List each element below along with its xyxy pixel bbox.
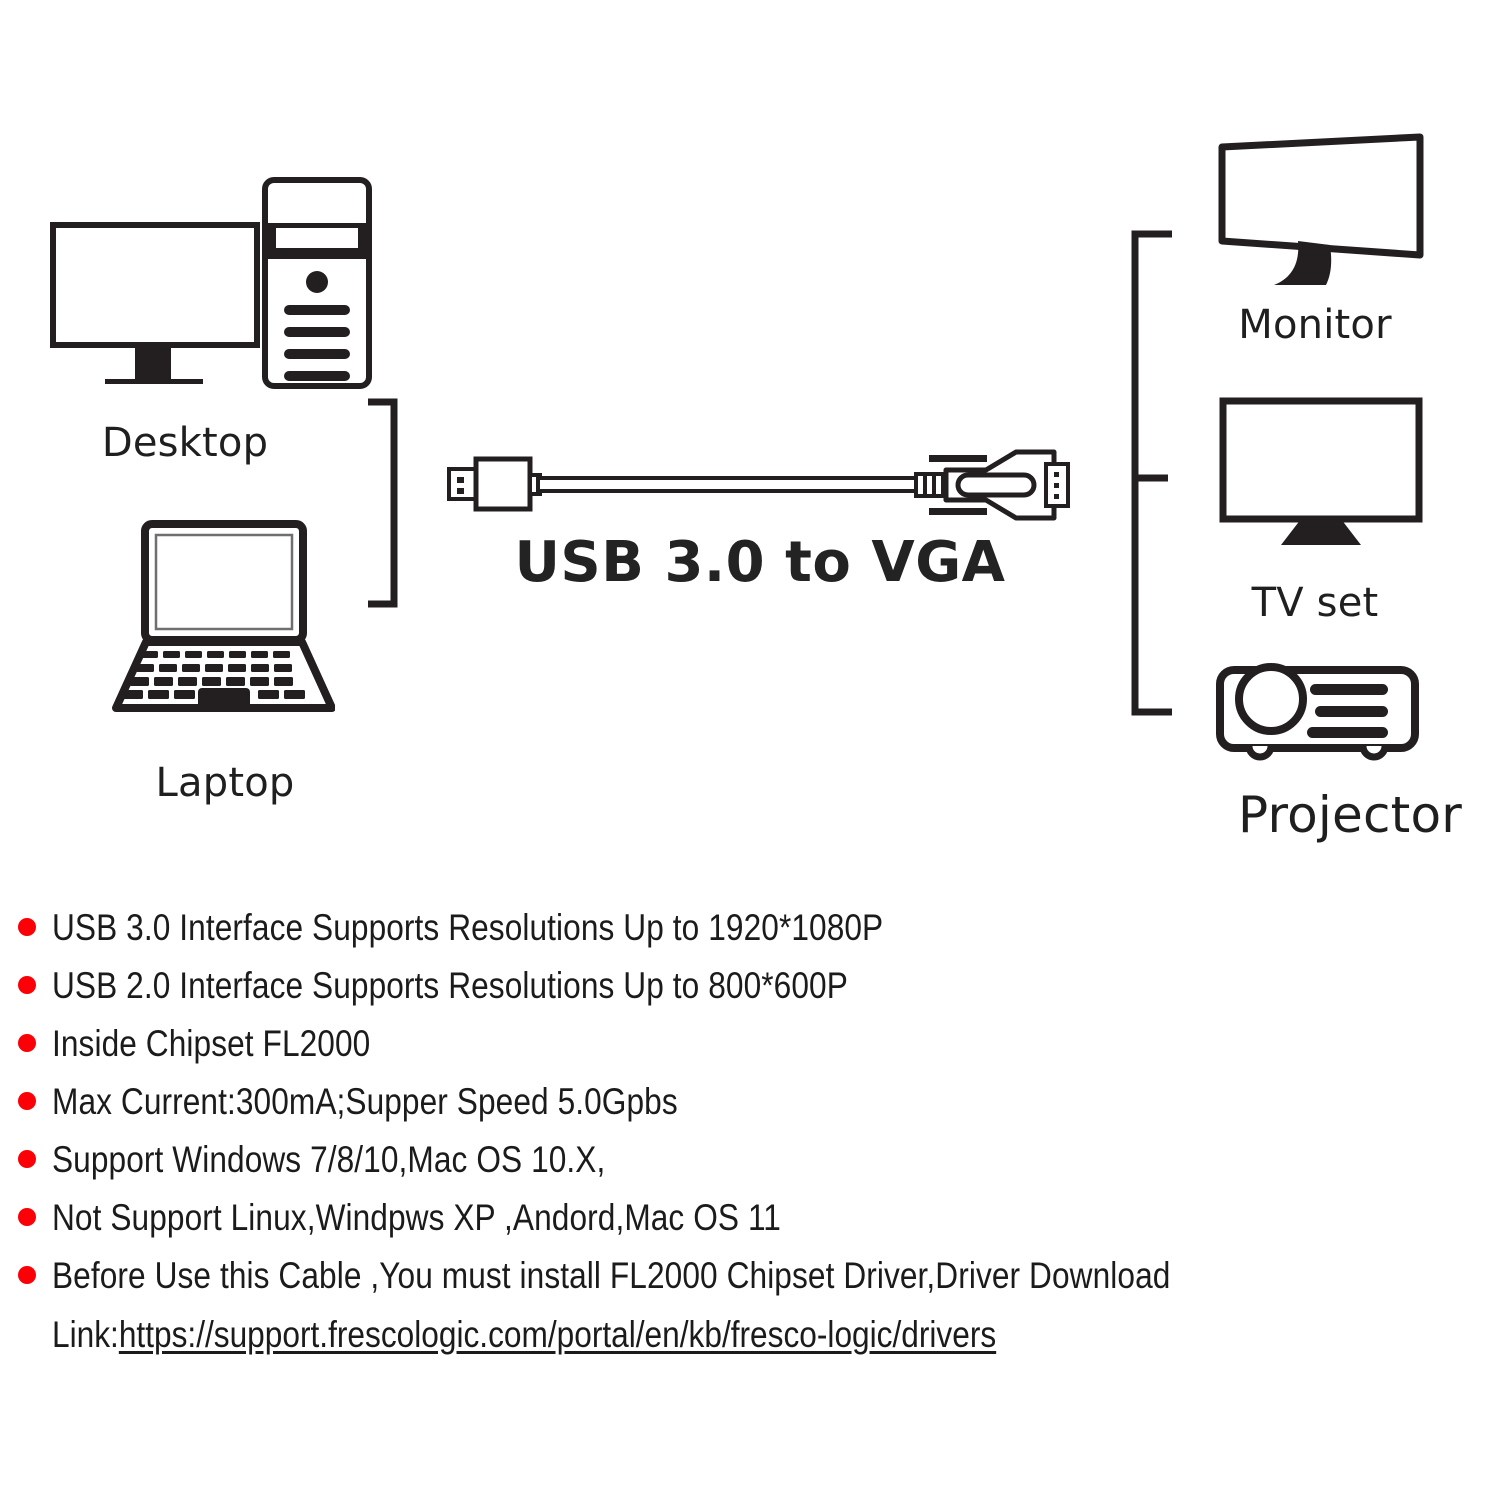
- driver-link-line: Link:https://support.frescologic.com/por…: [0, 1304, 1500, 1366]
- feature-list: USB 3.0 Interface Supports Resolutions U…: [0, 898, 1500, 1366]
- feature-item: USB 3.0 Interface Supports Resolutions U…: [0, 898, 1500, 956]
- bullet-dot-icon: [18, 1208, 36, 1226]
- desktop-computer-icon: [50, 222, 260, 387]
- tv-shape: [1219, 397, 1423, 545]
- connection-diagram: Desktop: [50, 133, 1463, 844]
- device-label-tv-set: TV set: [1251, 580, 1379, 626]
- feature-text: Support Windows 7/8/10,Mac OS 10.X,: [52, 1138, 606, 1180]
- cable-shape: [447, 449, 1070, 521]
- bullet-dot-icon: [18, 1092, 36, 1110]
- device-label-desktop: Desktop: [101, 420, 269, 466]
- feature-item: Before Use this Cable ,You must install …: [0, 1246, 1500, 1304]
- source-group-bracket: [366, 398, 400, 610]
- laptop-shape: [112, 520, 335, 712]
- projector-icon: [1215, 648, 1425, 766]
- device-label-monitor: Monitor: [1238, 302, 1392, 348]
- driver-link-label: Link:: [52, 1314, 119, 1355]
- tv-icon: [1219, 397, 1423, 547]
- usb-to-vga-cable-icon: [446, 448, 1072, 522]
- feature-text: Before Use this Cable ,You must install …: [52, 1254, 1171, 1296]
- bullet-dot-icon: [18, 1034, 36, 1052]
- bullet-dot-icon: [18, 976, 36, 994]
- desktop-monitor-shape: [50, 222, 260, 384]
- feature-item: Not Support Linux,Windpws XP ,Andord,Mac…: [0, 1188, 1500, 1246]
- feature-text: Not Support Linux,Windpws XP ,Andord,Mac…: [52, 1196, 781, 1238]
- monitor-shape: [1218, 133, 1424, 285]
- feature-text: Max Current:300mA;Supper Speed 5.0Gpbs: [52, 1080, 678, 1122]
- computer-tower-shape: [262, 177, 372, 389]
- bracket-right-shape: [1131, 230, 1172, 716]
- cable-title: USB 3.0 to VGA: [514, 530, 1006, 595]
- device-label-laptop: Laptop: [155, 760, 295, 806]
- monitor-icon: [1216, 133, 1428, 305]
- driver-download-link[interactable]: https://support.frescologic.com/portal/e…: [118, 1314, 997, 1355]
- feature-text: Inside Chipset FL2000: [52, 1022, 371, 1064]
- bullet-dot-icon: [18, 1266, 36, 1284]
- bullet-dot-icon: [18, 918, 36, 936]
- projector-shape: [1216, 663, 1419, 761]
- desktop-tower-icon: [262, 177, 372, 389]
- bracket-left-shape: [368, 398, 398, 608]
- feature-item: Inside Chipset FL2000: [0, 1014, 1500, 1072]
- feature-text: USB 3.0 Interface Supports Resolutions U…: [52, 906, 884, 948]
- bullet-dot-icon: [18, 1150, 36, 1168]
- feature-text: USB 2.0 Interface Supports Resolutions U…: [52, 964, 848, 1006]
- device-label-projector: Projector: [1237, 786, 1463, 844]
- feature-item: Support Windows 7/8/10,Mac OS 10.X,: [0, 1130, 1500, 1188]
- feature-item: USB 2.0 Interface Supports Resolutions U…: [0, 956, 1500, 1014]
- output-group-bracket: [1118, 228, 1178, 718]
- laptop-icon: [110, 520, 335, 725]
- feature-item: Max Current:300mA;Supper Speed 5.0Gpbs: [0, 1072, 1500, 1130]
